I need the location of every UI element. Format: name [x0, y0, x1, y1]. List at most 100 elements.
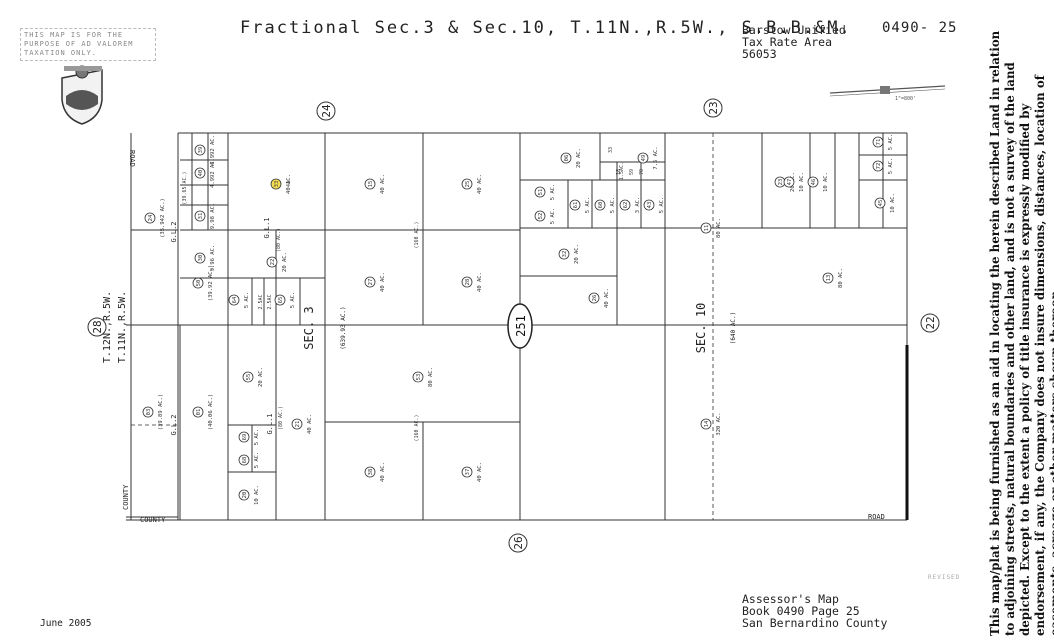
parcel-number-circle: [238, 489, 250, 501]
parcel-number: 01: [196, 409, 202, 416]
parcel-acreage: 40 AC.: [477, 174, 483, 194]
misc-map-label: 41: [286, 181, 292, 187]
parcel-number-circle: [364, 276, 376, 288]
parcel-marker: 01 (40.06 AC.): [192, 394, 214, 430]
adjoining-page-east: 22: [924, 316, 937, 329]
parcel-acreage: 4.992 AC.: [210, 158, 216, 188]
parcel-acreage: 80 AC.: [428, 367, 434, 387]
parcel-marker: 50(39.92 AC.): [192, 265, 214, 301]
parcel-acreage: 3 AC.: [635, 197, 641, 214]
parcel-number: 21: [295, 421, 301, 428]
parcel-number: 46: [811, 179, 817, 186]
parcel-marker: 37 40 AC.: [461, 462, 483, 482]
parcel-acreage: 80 AC.: [716, 218, 722, 238]
misc-map-label: 2.5AC: [258, 294, 264, 309]
parcel-number-circle: [238, 454, 250, 466]
section-label: SEC. 10: [694, 303, 708, 354]
parcel-number: 52: [538, 213, 544, 220]
parcel-number: 68: [242, 457, 248, 464]
parcel-number-circle: [874, 197, 886, 209]
title-insurance-disclaimer: This map/plat is being furnished as an a…: [988, 30, 1054, 636]
scale-label: 1"=800': [895, 96, 916, 102]
parcel-marker: 47 10 AC.: [783, 172, 805, 192]
misc-map-label: 59: [629, 169, 635, 175]
parcel-acreage: 10 AC.: [799, 172, 805, 192]
svg-text:251: 251: [514, 315, 528, 337]
parcel-acreage: 5 AC.: [290, 292, 296, 309]
adjoining-page-south: 26: [512, 536, 525, 549]
parcel-number-circle: [242, 371, 254, 383]
parcel-number-circle: [461, 466, 473, 478]
parcel-marker: 53 80 AC.: [412, 367, 434, 387]
parcel-number: 15: [368, 181, 374, 188]
parcel-acreage: 5 AC.: [244, 292, 250, 309]
parcel-number-circle: [364, 178, 376, 190]
parcel-number: 28: [465, 279, 471, 286]
parcel-number: 30: [198, 255, 204, 262]
parcel-number-circle: [266, 256, 278, 268]
assessor-line: Assessor's Map: [742, 592, 839, 606]
parcel-acreage: 5 AC.: [585, 197, 591, 214]
parcel-marker: 15 40 AC.: [364, 174, 386, 194]
parcel-number-circle: [700, 418, 712, 430]
parcel-acreage: 40 AC.: [380, 174, 386, 194]
parcel-number: 37: [465, 469, 471, 476]
misc-map-label: 70: [639, 169, 645, 175]
gl-label: G.L.1: [263, 217, 271, 238]
adjoining-page-north: 24: [320, 104, 333, 118]
parcel-number-circle: [194, 252, 206, 264]
misc-map-label: (39.65 AC.): [182, 171, 188, 204]
parcel-number-circle: [142, 406, 154, 418]
parcel-acreage: 40 AC.: [380, 272, 386, 292]
parcel-number: 60: [598, 202, 604, 209]
parcel-number-circle: [534, 210, 546, 222]
misc-map-label: (160 AC.): [414, 221, 420, 248]
parcel-acreage: 5 AC.: [888, 158, 894, 175]
parcel-number-circle: [558, 248, 570, 260]
parcel-acreage: 5 AC.: [659, 197, 665, 214]
road-label: ROAD: [868, 513, 885, 521]
parcel-acreage: 10 AC.: [823, 172, 829, 192]
road-label: ROAD: [128, 150, 136, 167]
parcel-number-circle: [461, 276, 473, 288]
parcel-marker: 62 3 AC.: [619, 197, 641, 214]
map-number: 0490- 25: [882, 20, 958, 36]
parcel-acreage: (40.06 AC.): [208, 394, 214, 430]
parcel-acreage: 5 AC.: [254, 452, 260, 469]
parcel-number-circle: [194, 167, 206, 179]
gl-label: G.L.2: [170, 221, 178, 242]
scale-bar: 1"=800': [829, 85, 946, 102]
misc-map-label: 1.5AC.: [619, 162, 625, 180]
parcel-number: 24: [148, 214, 154, 221]
parcel-number: 27: [368, 279, 374, 286]
parcel-number: 47: [787, 179, 793, 186]
ad-valorem-disclaimer: THIS MAP IS FOR THE PURPOSE OF AD VALORE…: [20, 28, 156, 61]
parcel-number-circle: [594, 199, 606, 211]
parcel-number-circle: [569, 199, 581, 211]
page-circle: 251: [507, 303, 533, 349]
parcel-number-circle: [807, 176, 819, 188]
tax-rate-area: Barstow Unified Tax Rate Area 56053: [742, 24, 846, 60]
parcel-marker: 03(39.89 AC.): [142, 394, 164, 430]
parcel-number: 40: [198, 170, 204, 177]
parcel-number-circle: [412, 371, 424, 383]
parcel-acreage: 40 AC.: [477, 462, 483, 482]
parcel-acreage: 40 AC.: [380, 462, 386, 482]
parcel-marker: 24(35.942 AC.): [144, 198, 166, 238]
parcel-number-circle: [619, 199, 631, 211]
parcel-number: 53: [416, 374, 422, 381]
parcel-number: 62: [623, 202, 629, 209]
section-area: (639.93 AC.): [340, 306, 347, 349]
parcel-acreage: 7.5 AC.: [653, 146, 659, 169]
parcel-acreage: 5 AC.: [550, 208, 556, 225]
